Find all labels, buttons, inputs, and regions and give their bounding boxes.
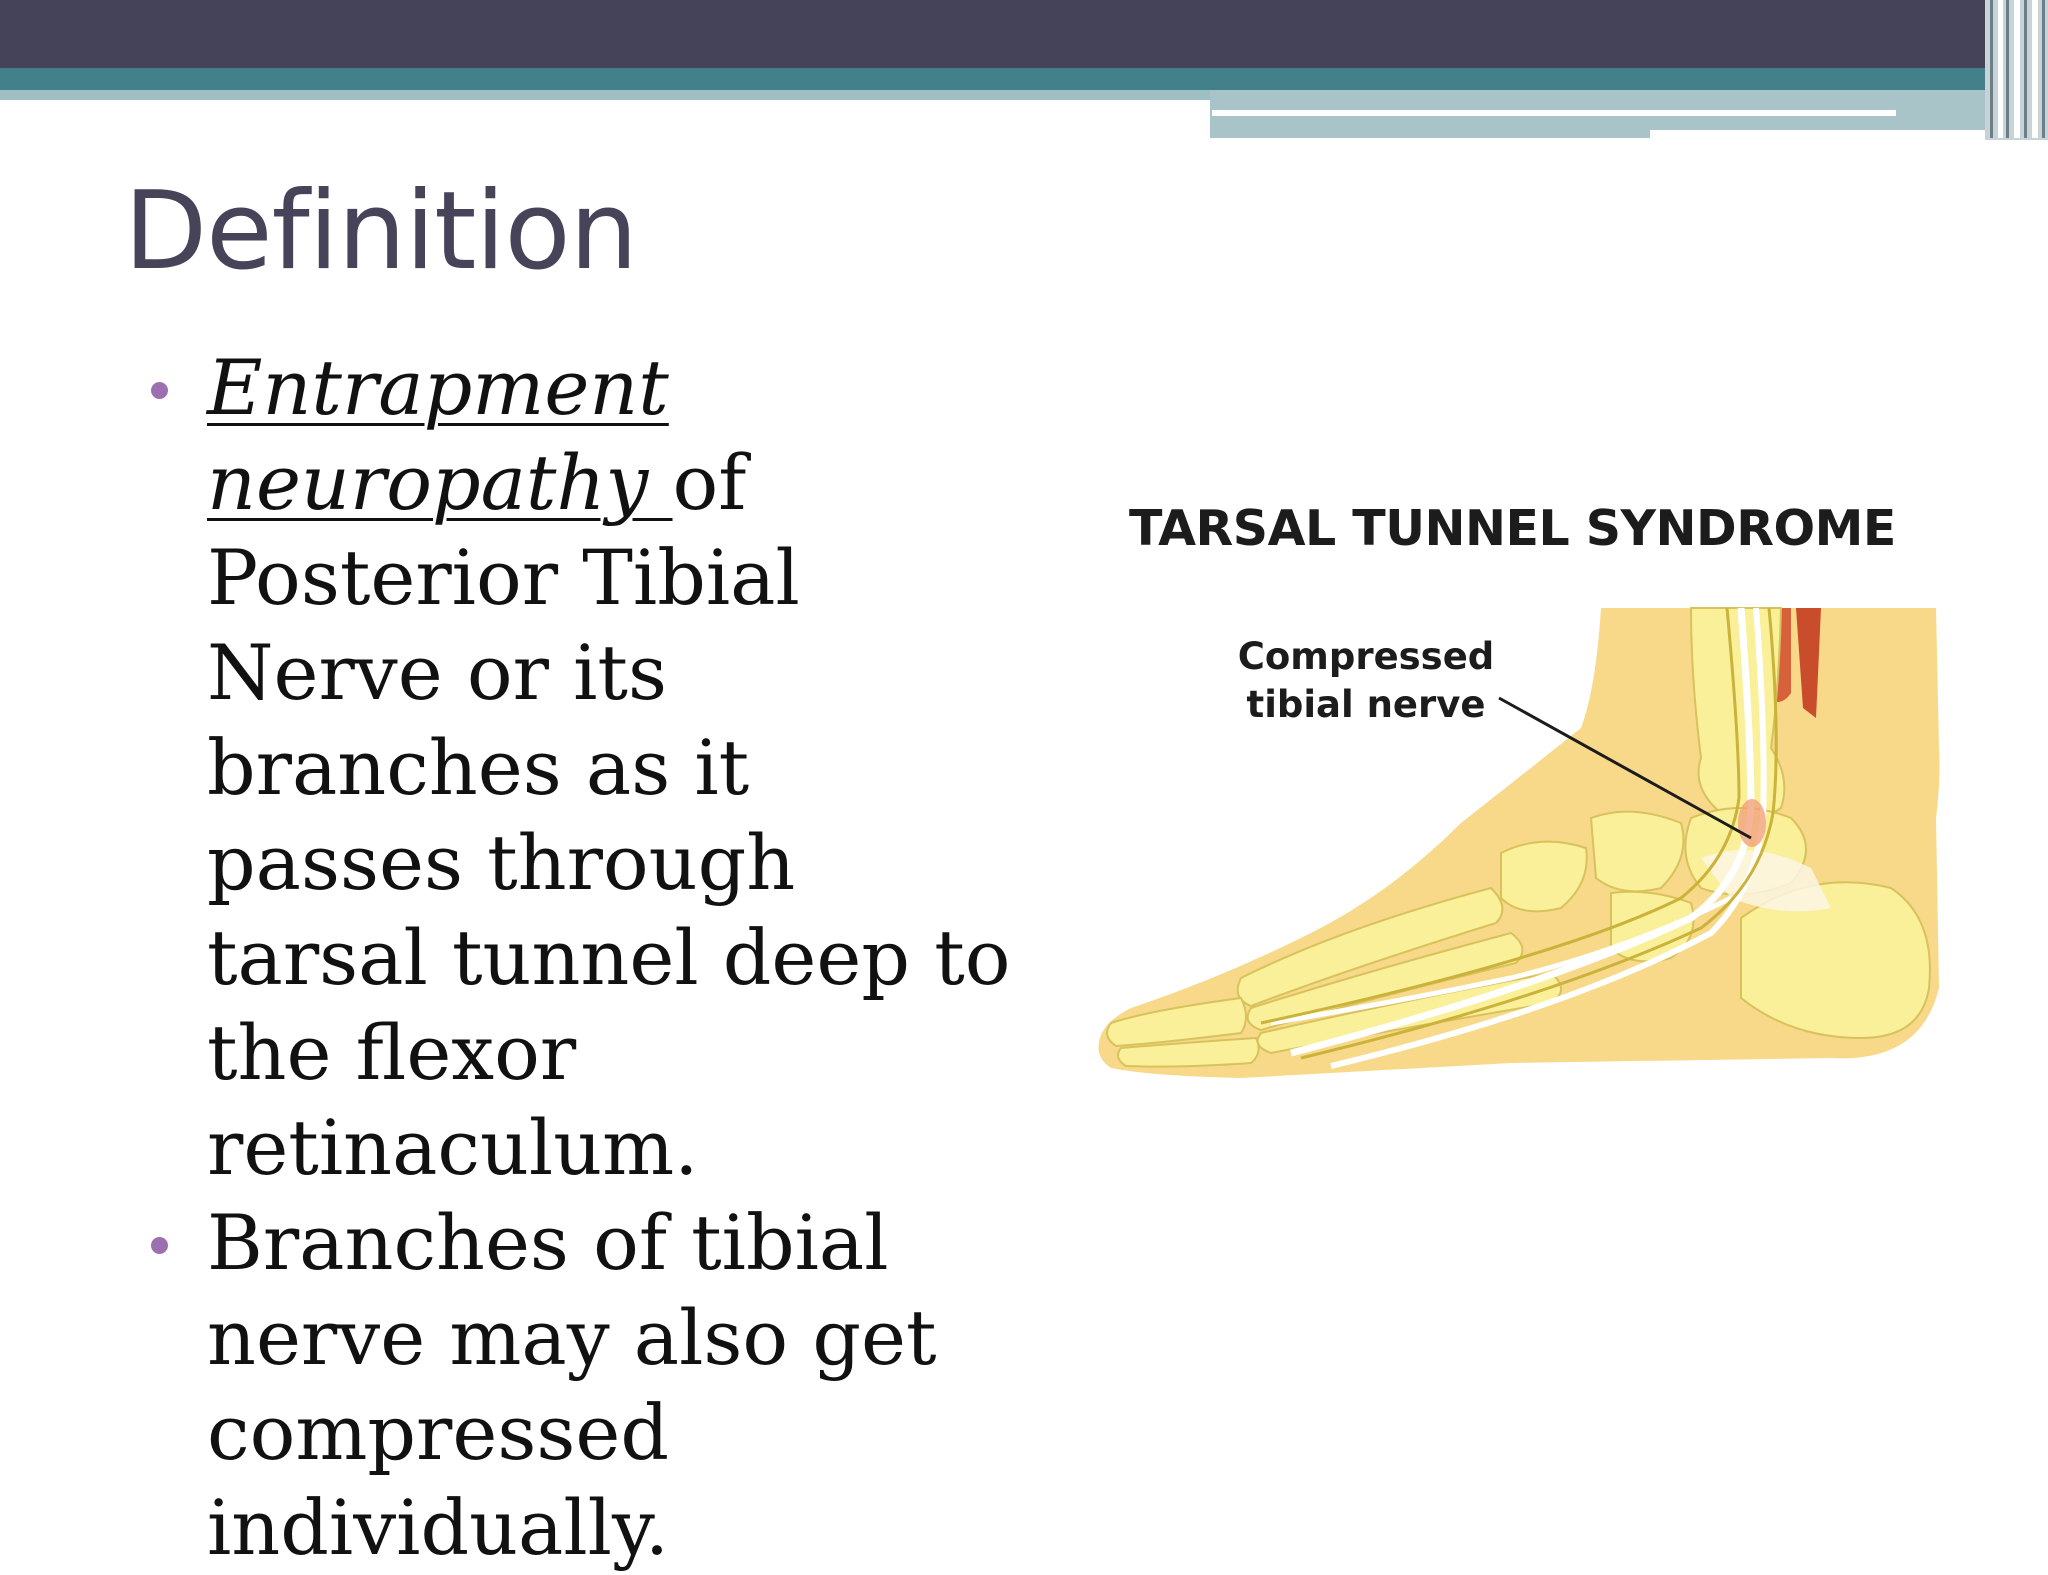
header-light-strip xyxy=(0,90,1210,100)
foot-anatomy-illustration xyxy=(1098,607,1940,1078)
callout-line-1: Compressed xyxy=(1237,635,1495,678)
bullet-item-definition: Entrapment neuropathy of Posterior Tibia… xyxy=(145,340,1015,1195)
bullet-item-branches: Branches of tibial nerve may also get co… xyxy=(145,1195,1015,1575)
header-teal-bar xyxy=(0,68,2048,90)
bullet-text: of Posterior Tibial Nerve or its branche… xyxy=(207,438,1011,1192)
callout-pointer xyxy=(1498,696,1752,840)
bullet-dot xyxy=(151,382,168,399)
compression-site xyxy=(1738,799,1766,847)
term-entrapment-neuropathy: Entrapment neuropathy xyxy=(207,343,673,527)
slide-title: Definition xyxy=(124,169,638,294)
header-band xyxy=(0,0,2048,140)
calcaneus-bone xyxy=(1740,881,1931,1040)
callout-line-2: tibial nerve xyxy=(1246,683,1486,726)
bullet-dot xyxy=(151,1237,168,1254)
tibial-nerve xyxy=(1290,607,1755,1057)
metatarsal-bones xyxy=(1236,886,1504,1008)
tarsal-tunnel-figure: TARSAL TUNNEL SYNDROME Compressed tibial… xyxy=(1091,478,1971,1108)
bullet-list: Entrapment neuropathy of Posterior Tibia… xyxy=(145,340,1015,1575)
flexor-tendons xyxy=(1300,607,1778,1060)
callout-label: Compressed tibial nerve xyxy=(1236,633,1496,729)
bullet-text: Branches of tibial nerve may also get co… xyxy=(207,1198,937,1572)
figure-title: TARSAL TUNNEL SYNDROME xyxy=(1129,500,1896,557)
toe-bones xyxy=(1106,996,1247,1048)
header-dark-bar xyxy=(0,0,2048,68)
